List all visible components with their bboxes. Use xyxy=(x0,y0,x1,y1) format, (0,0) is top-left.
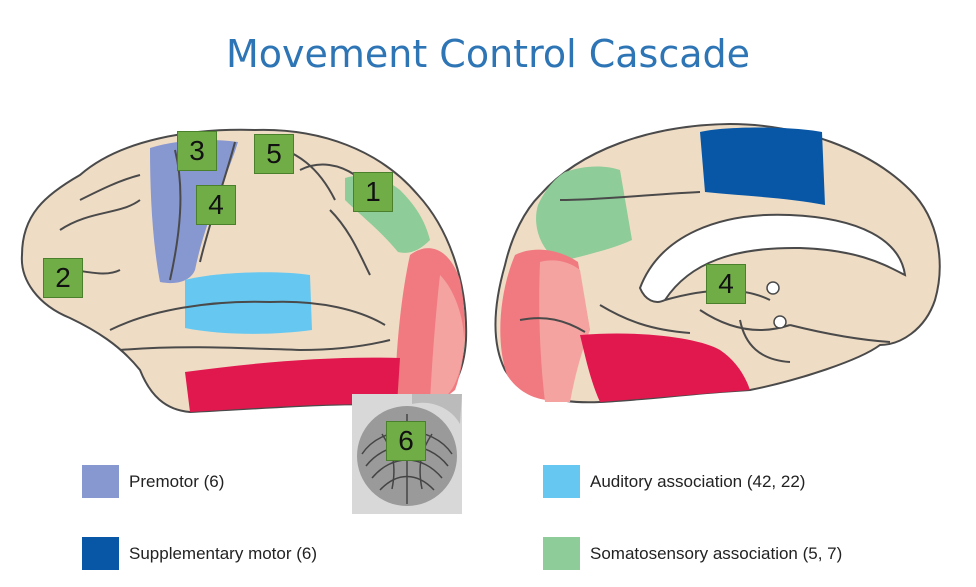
medial-sulci xyxy=(519,191,891,363)
premotor-region xyxy=(150,140,238,284)
region-label-1: 1 xyxy=(353,172,393,212)
legend-swatch xyxy=(82,465,119,498)
page-title: Movement Control Cascade xyxy=(225,32,751,76)
legend-label: Supplementary motor (6) xyxy=(129,543,318,563)
legend-label: Auditory association (42, 22) xyxy=(590,471,806,491)
supplementary-motor-region xyxy=(700,127,825,205)
legend-swatch xyxy=(543,465,580,498)
legend-supplementary-motor: Supplementary motor (6) xyxy=(82,537,317,570)
region-label-3: 3 xyxy=(177,131,217,171)
legend-swatch xyxy=(543,537,580,570)
region-label-6: 6 xyxy=(386,421,426,461)
legend-auditory-association: Auditory association (42, 22) xyxy=(543,465,805,498)
medial-temporal-red xyxy=(580,333,750,402)
lateral-brain xyxy=(20,128,468,414)
legend-premotor: Premotor (6) xyxy=(82,465,224,498)
legend-label: Premotor (6) xyxy=(129,471,225,491)
lateral-sulci xyxy=(44,139,391,352)
medial-visual-pink xyxy=(539,260,590,402)
visual-region-pink xyxy=(430,275,465,402)
temporal-red-region xyxy=(185,357,400,412)
legend-swatch xyxy=(82,537,119,570)
region-label-4-lateral: 4 xyxy=(196,185,236,225)
legend-somatosensory-association: Somatosensory association (5, 7) xyxy=(543,537,842,570)
medial-brain xyxy=(494,122,941,404)
region-label-2: 2 xyxy=(43,258,83,298)
corpus-callosum xyxy=(638,213,907,303)
region-label-5: 5 xyxy=(254,134,294,174)
region-label-4-medial: 4 xyxy=(706,264,746,304)
legend-label: Somatosensory association (5, 7) xyxy=(590,543,843,563)
somatosensory-region-medial xyxy=(536,166,632,262)
auditory-region xyxy=(185,272,312,334)
